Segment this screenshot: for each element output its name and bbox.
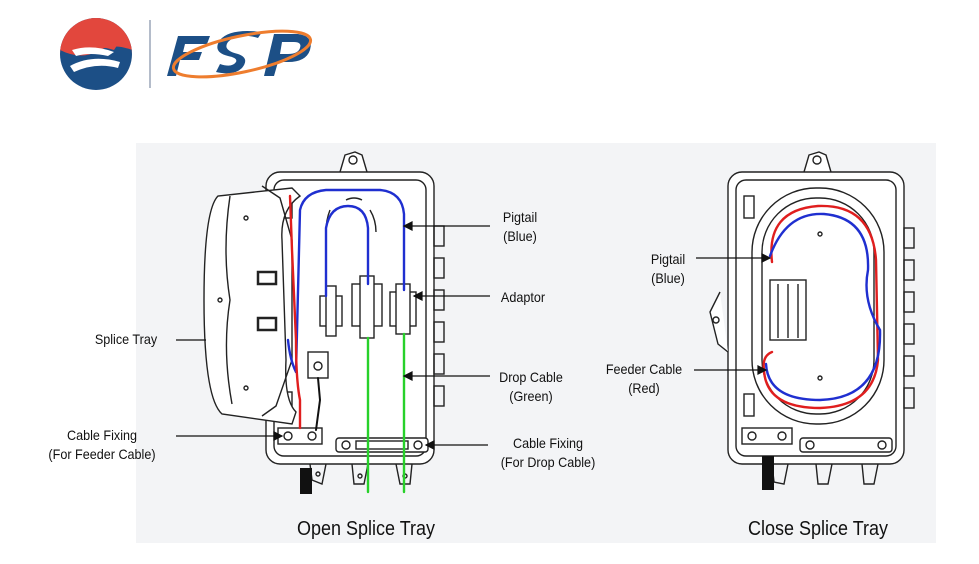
caption-close-splice-tray: Close Splice Tray: [747, 518, 889, 540]
open-drop-fixing: [335, 437, 429, 453]
open-pigtail-fiber: [294, 188, 406, 374]
open-feeder-fiber: [288, 194, 302, 430]
label-splice-tray: Splice Tray: [94, 331, 158, 347]
open-splice-tray: [203, 185, 302, 425]
label-feeder-cable: Feeder Cable(Red): [605, 361, 683, 396]
caption-open-splice-tray: Open Splice Tray: [296, 518, 436, 540]
label-adaptor: Adaptor: [500, 289, 546, 305]
label-cable-fixing-feeder: Cable Fixing(For Feeder Cable): [48, 427, 156, 462]
label-drop-cable: Drop Cable(Green): [499, 369, 563, 404]
logo-emblem-icon: [60, 18, 132, 90]
label-pigtail-open: Pigtail(Blue): [502, 209, 538, 244]
feeder-cable-stubs: [300, 456, 774, 494]
label-cable-fixing-drop: Cable Fixing(For Drop Cable): [500, 435, 596, 470]
fsp-logo: [52, 14, 332, 94]
open-adaptors: [319, 275, 417, 339]
logo-wordmark: [167, 29, 313, 79]
close-pigtail-fiber: [764, 212, 882, 402]
label-pigtail-close: Pigtail(Blue): [650, 251, 686, 286]
open-small-clip: [307, 351, 329, 379]
open-feeder-fixing: [277, 427, 323, 445]
close-box-body: [709, 151, 915, 485]
